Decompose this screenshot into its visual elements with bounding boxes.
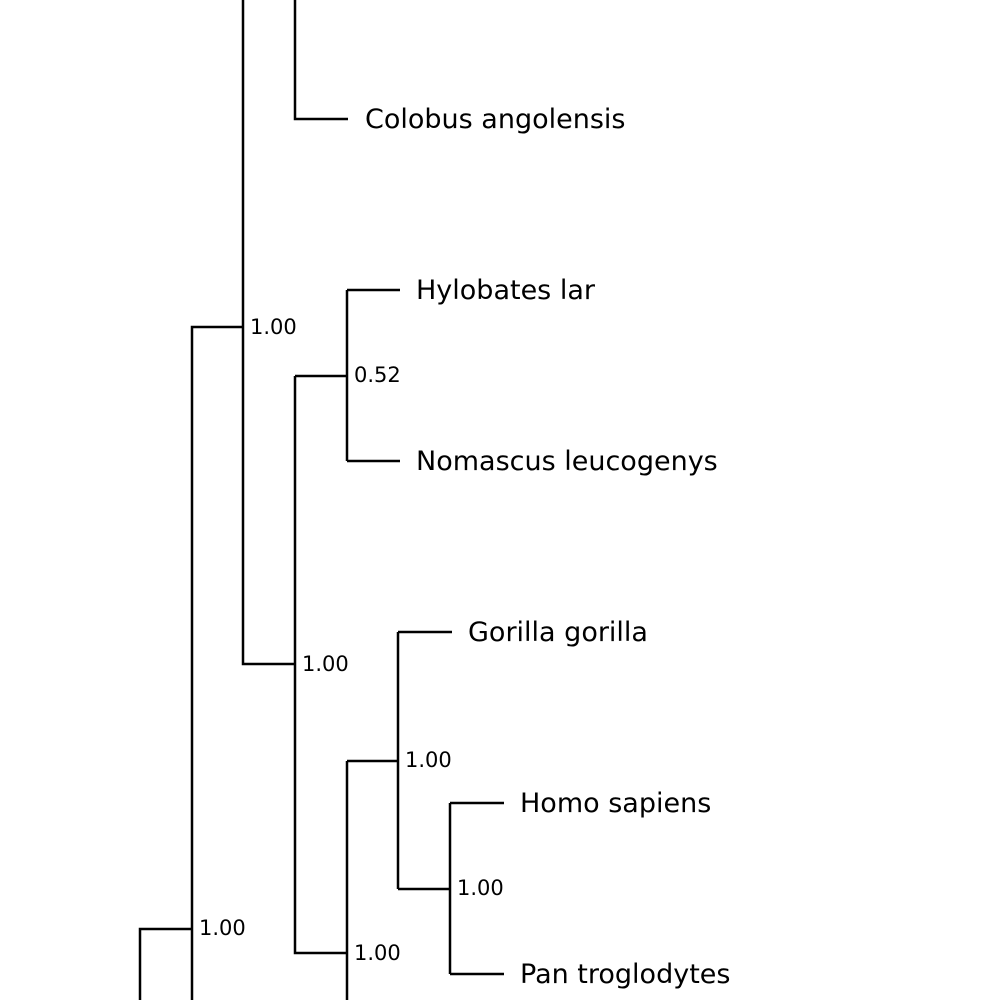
node-support-label: 0.52 [354,363,401,387]
support-values: 1.00 0.52 1.00 1.00 1.00 1.00 1.00 [199,315,504,965]
taxon-label-pan-troglodytes: Pan troglodytes [520,959,730,990]
tree-branches [138,0,504,1000]
branch-hominoid-vertical [293,376,347,955]
branch-node-a-vertical [190,325,243,1000]
taxon-label-gorilla-gorilla: Gorilla gorilla [468,617,648,648]
taxon-labels: Colobus angolensis Hylobates lar Nomascu… [365,104,730,990]
branch-root-stem [138,927,192,1000]
taxon-label-homo-sapiens: Homo sapiens [520,788,711,819]
taxon-label-hylobates-lar: Hylobates lar [416,275,596,306]
branch-colobus-clade [293,0,348,121]
branch-node-b-vertical [241,0,295,666]
node-support-label: 1.00 [302,652,349,676]
taxon-label-colobus-angolensis: Colobus angolensis [365,104,625,135]
node-support-label: 1.00 [250,315,297,339]
node-support-label: 1.00 [457,876,504,900]
taxon-label-nomascus-leucogenys: Nomascus leucogenys [416,446,718,477]
node-support-label: 1.00 [405,748,452,772]
node-support-label: 1.00 [354,941,401,965]
node-support-label: 1.00 [199,916,246,940]
